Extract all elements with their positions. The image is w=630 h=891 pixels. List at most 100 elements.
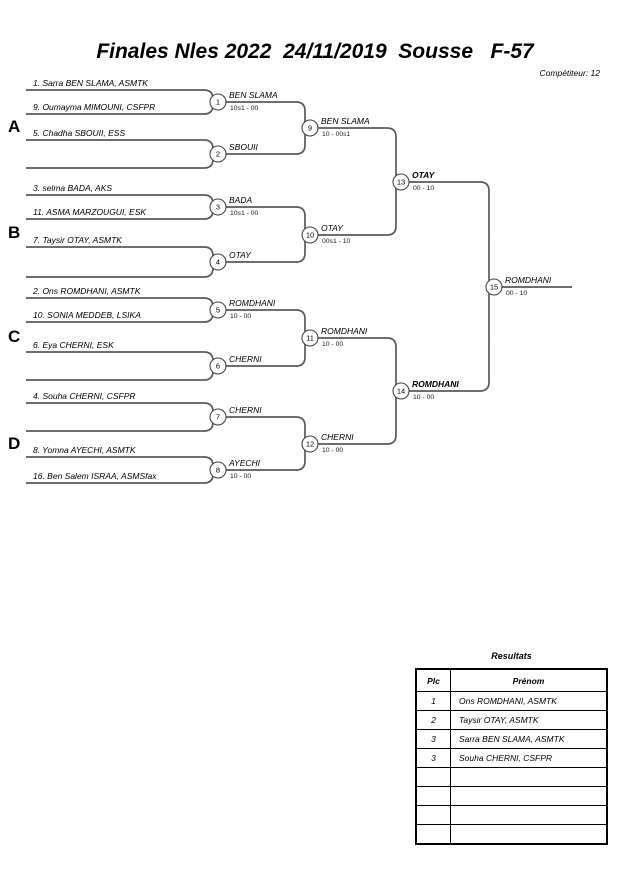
match-number: 1 [216,98,220,107]
entrant-label: 8. Yomna AYECHI, ASMTK [33,445,136,455]
entrant-label: 3. selma BADA, AKS [33,183,113,193]
result-place: 1 [415,691,451,711]
entrant-label: 1. Sarra BEN SLAMA, ASMTK [33,78,148,88]
winner-label: BEN SLAMA [229,90,278,100]
match-score: 10 - 00s1 [322,131,351,138]
match-number: 10 [306,231,314,240]
result-name [450,767,608,787]
match-circle [392,173,410,191]
group-letter-c: C [8,327,21,346]
match-score: 10s1 - 00 [230,105,259,112]
winner-label: OTAY [412,170,435,180]
entrant-label: 2. Ons ROMDHANI, ASMTK [33,286,141,296]
results-title: Resultats [491,651,532,661]
match-number: 4 [216,258,220,267]
winner-label: ROMDHANI [321,326,368,336]
result-name: Souha CHERNI, CSFPR [450,748,608,768]
match-number: 5 [216,306,220,315]
result-place [415,786,451,806]
result-place [415,767,451,787]
results-col-prenom: Prénom [450,668,608,692]
match-number: 14 [397,387,405,396]
results-row [415,805,608,825]
match-circle [392,382,410,400]
winner-label: AYECHI [229,458,261,468]
entrant-label: 11. ASMA MARZOUGUI, ESK [33,207,147,217]
match-score: 10 - 00 [230,473,252,480]
page-title: Finales Nles 2022 24/11/2019 Sousse F-57 [96,40,534,63]
entrant-label: 10. SONIA MEDDEB, LSIKA [33,310,141,320]
match-circle [301,329,319,347]
match-score: 00s1 - 10 [322,238,351,245]
match-circle [209,253,227,271]
match-score: 00 - 10 [413,185,435,192]
match-number: 7 [216,413,220,422]
match-number: 2 [216,150,220,159]
result-place: 2 [415,710,451,730]
match-score: 00 - 10 [506,290,528,297]
match-number: 11 [306,334,314,343]
entrant-label: 4. Souha CHERNI, CSFPR [33,391,136,401]
results-row [415,824,608,845]
result-place: 3 [415,748,451,768]
match-circle [485,278,503,296]
match-number: 8 [216,466,220,475]
match-circle [209,145,227,163]
match-score: 10 - 00 [322,341,344,348]
match-score: 10 - 00 [230,313,252,320]
winner-label: SBOUII [229,142,258,152]
entrant-label: 9. Oumayma MIMOUNI, CSFPR [33,102,156,112]
winner-label: ROMDHANI [412,379,459,389]
results-col-plc: Plc [415,668,451,692]
group-letter-d: D [8,434,21,453]
group-letter-a: A [8,117,21,136]
results-row [415,786,608,806]
match-circle [209,461,227,479]
match-number: 12 [306,440,314,449]
match-number: 9 [308,124,312,133]
match-score: 10 - 00 [322,447,344,454]
entrant-label: 6. Eya CHERNI, ESK [33,340,114,350]
winner-label: ROMDHANI [229,298,276,308]
result-place: 3 [415,729,451,749]
result-name [450,805,608,825]
result-name [450,786,608,806]
winner-label: BADA [229,195,253,205]
competitor-count: Compétiteur: 12 [539,68,600,78]
bracket-path [26,89,572,484]
winner-label: ROMDHANI [505,275,552,285]
result-name: Sarra BEN SLAMA, ASMTK [450,729,608,749]
winner-label: CHERNI [321,432,354,442]
match-circle [301,119,319,137]
match-number: 6 [216,362,220,371]
result-name: Taysir OTAY, ASMTK [450,710,608,730]
result-place [415,805,451,825]
match-number: 13 [397,178,405,187]
match-circle [209,408,227,426]
results-header-row: Plc Prénom [415,668,608,692]
match-circle [209,198,227,216]
winner-label: CHERNI [229,354,262,364]
group-letter-b: B [8,223,21,242]
match-number: 15 [490,283,498,292]
result-place [415,824,451,845]
results-row [415,767,608,787]
entrant-label: 5. Chadha SBOUII, ESS [33,128,126,138]
match-number: 3 [216,203,220,212]
winner-label: CHERNI [229,405,262,415]
result-name: Ons ROMDHANI, ASMTK [450,691,608,711]
match-circle [209,301,227,319]
match-circle [209,357,227,375]
entrant-label: 16. Ben Salem ISRAA, ASMSfax [33,471,157,481]
winner-label: BEN SLAMA [321,116,370,126]
match-score: 10 - 00 [413,394,435,401]
match-score: 10s1 - 00 [230,210,259,217]
